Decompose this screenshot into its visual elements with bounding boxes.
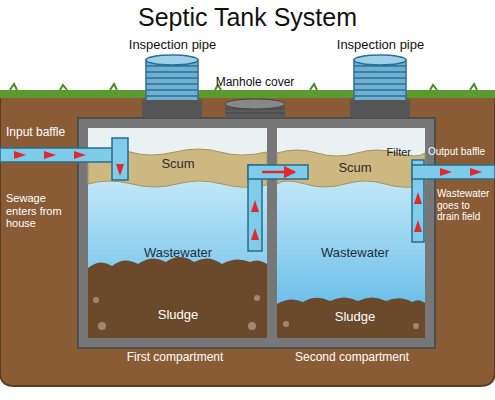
tank-compartment: ScumWastewaterSludgeSecond compartment xyxy=(295,128,425,338)
sludge-grain xyxy=(248,322,256,330)
tank-compartment: ScumWastewaterSludgeFirst compartment xyxy=(88,128,262,338)
layer-label: Wastewater xyxy=(118,246,238,261)
layer-label: Wastewater xyxy=(300,246,410,261)
inspection-pipe xyxy=(142,55,202,118)
sludge-grain xyxy=(283,321,289,327)
wastewater-layer xyxy=(277,175,425,338)
part-label: Inspection pipe xyxy=(120,38,225,53)
layer-label: Scum xyxy=(128,157,228,172)
flow-arrows xyxy=(14,151,482,240)
ground xyxy=(0,96,495,386)
cover-top xyxy=(225,99,285,109)
flow-connector xyxy=(262,171,295,174)
flow-arrow xyxy=(414,192,422,232)
input-pipe xyxy=(0,148,120,162)
part-label: Input baffle xyxy=(6,126,96,140)
wastewater-layer xyxy=(88,175,267,338)
sludge-grain xyxy=(254,295,260,301)
layer-label: Scum xyxy=(305,161,405,176)
flow-arrow xyxy=(440,168,482,176)
diagram-title: Septic Tank System xyxy=(0,3,495,32)
pipe-flange xyxy=(142,100,202,118)
pipe-top xyxy=(146,55,198,65)
pipe-body xyxy=(146,60,198,102)
pipe-top xyxy=(354,55,406,65)
part-label: Filter xyxy=(380,146,411,159)
air-space xyxy=(277,128,425,338)
output-pipe xyxy=(412,165,495,179)
sludge-grain xyxy=(413,323,419,329)
pipe-ribs xyxy=(146,66,198,96)
layer-label: Sludge xyxy=(128,308,228,323)
baffle-pipes xyxy=(0,138,495,251)
sludge-layer xyxy=(277,298,425,339)
transfer-pipe xyxy=(248,165,308,179)
part-label: Output baffle xyxy=(428,146,494,158)
sludge-layer xyxy=(88,257,267,338)
pipe-ribs xyxy=(354,66,406,96)
tank-wall xyxy=(78,118,435,348)
inspection-pipe xyxy=(350,55,410,118)
input-baffle-tee xyxy=(112,138,128,180)
flow-arrow xyxy=(116,164,124,176)
flow-arrow xyxy=(14,151,86,159)
manhole-cover xyxy=(225,99,285,118)
part-label: Sewage enters from house xyxy=(6,192,72,230)
sludge-grains xyxy=(93,295,419,330)
compartment-label: First compartment xyxy=(88,351,262,365)
compartment-label: Second compartment xyxy=(277,351,427,365)
pipe-flange xyxy=(350,100,410,118)
part-label: Inspection pipe xyxy=(328,38,433,53)
sludge-grain xyxy=(98,322,106,330)
layer-label: Sludge xyxy=(305,310,405,325)
part-label: Wastewater goes to drain field xyxy=(437,188,494,223)
cover-ridges xyxy=(225,109,285,113)
air-space xyxy=(88,128,267,338)
flow-arrow xyxy=(251,200,259,240)
part-label: Manhole cover xyxy=(205,76,305,90)
sludge-grain xyxy=(93,297,99,303)
pipe-body xyxy=(354,60,406,102)
grass xyxy=(0,90,495,98)
